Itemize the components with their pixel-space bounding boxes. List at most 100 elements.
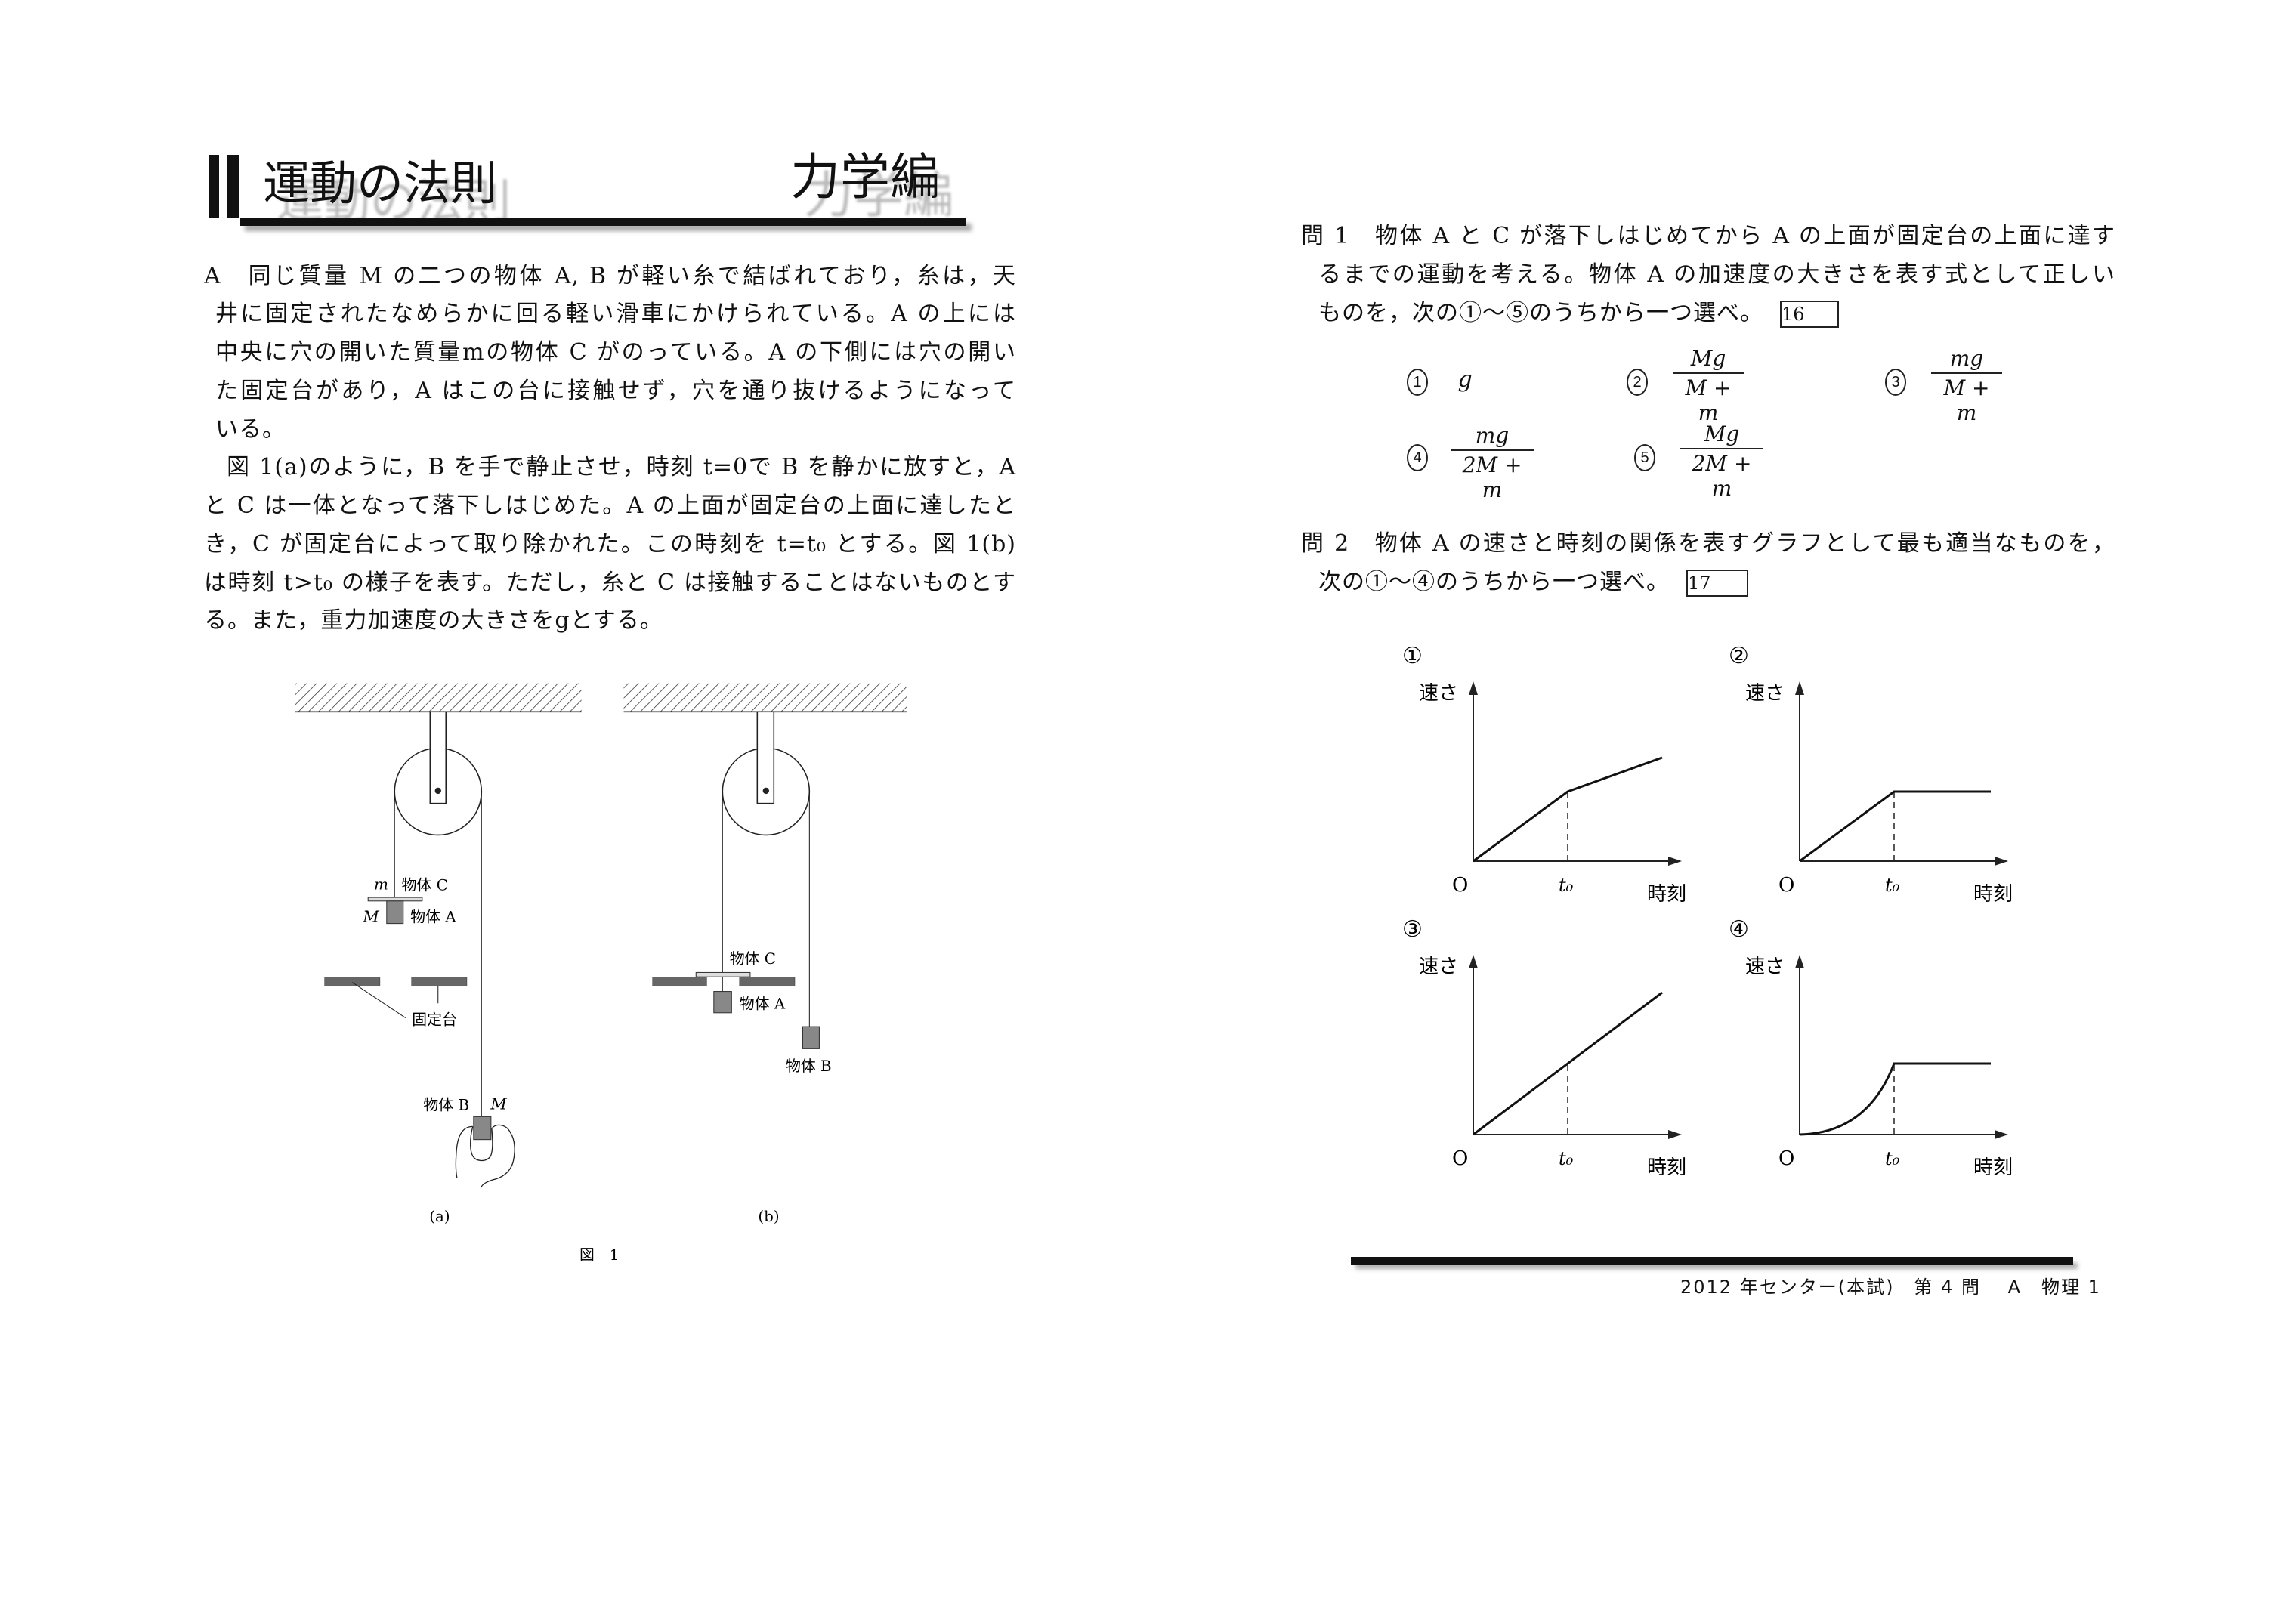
graph-number: ③ bbox=[1402, 916, 1423, 943]
header-underline-shadow bbox=[245, 224, 972, 231]
object-b-block-a bbox=[473, 1116, 492, 1141]
y-axis-arrow-icon bbox=[1795, 955, 1804, 968]
q1-line: ものを，次の①〜⑤のうちから一つ選べ。 bbox=[1318, 300, 1763, 326]
problem-line: と C は一体となって落下しはじめた。A の上面が固定台の上面に達したと bbox=[204, 492, 1016, 519]
option-4[interactable]: 4 bbox=[1407, 442, 1428, 471]
x-axis-arrow-icon bbox=[1995, 1130, 2008, 1139]
pulley-bracket-b bbox=[756, 711, 775, 804]
x-axis-arrow-icon bbox=[1668, 1130, 1682, 1139]
origin-label: O bbox=[1452, 874, 1468, 897]
option-4-fraction: mg 2M + m bbox=[1451, 423, 1534, 502]
denominator: 2M + m bbox=[1692, 451, 1752, 501]
header-bar-2 bbox=[227, 155, 239, 218]
problem-line: いる。 bbox=[215, 416, 286, 443]
label-object-a-b: 物体 A bbox=[740, 996, 786, 1013]
speed-curve bbox=[1799, 790, 1991, 863]
option-number: 5 bbox=[1634, 444, 1655, 471]
object-b-block-b bbox=[802, 1026, 820, 1049]
problem-line: A 同じ質量 M の二つの物体 A, B が軽い糸で結ばれており，糸は，天 bbox=[204, 263, 1016, 289]
option-3[interactable]: 3 bbox=[1885, 366, 1906, 396]
header-bar-1 bbox=[209, 155, 219, 218]
x-axis-label: 時刻 bbox=[1647, 1156, 1686, 1179]
origin-label: O bbox=[1778, 1147, 1794, 1170]
problem-line: き，C が固定台によって取り除かれた。この時刻を t=t₀ とする。図 1(b) bbox=[204, 531, 1016, 557]
label-object-b-b: 物体 B bbox=[786, 1057, 832, 1075]
label-object-a-a: 物体 A bbox=[410, 909, 456, 926]
label-m: m bbox=[374, 876, 388, 894]
label-M-b: M bbox=[490, 1095, 507, 1113]
option-5[interactable]: 5 bbox=[1634, 442, 1655, 471]
numerator: mg bbox=[1451, 423, 1534, 451]
q2-line: 次の①〜④のうちから一つ選べ。 bbox=[1318, 569, 1670, 595]
graph-number: ② bbox=[1729, 643, 1749, 669]
q1-line: 問 1 物体 A と C が落下しはじめてから A の上面が固定台の上面に達す bbox=[1301, 223, 2115, 249]
hand-icon bbox=[455, 1124, 515, 1188]
label-platform: 固定台 bbox=[412, 1011, 457, 1028]
x-axis-label: 時刻 bbox=[1973, 883, 2013, 906]
figure-b: 物体 C 物体 A 物体 B (b) bbox=[623, 683, 907, 1225]
platform-right-b bbox=[739, 977, 796, 987]
y-axis-label: 速さ bbox=[1419, 682, 1458, 705]
graph-number: ① bbox=[1402, 643, 1423, 669]
origin-label: O bbox=[1452, 1147, 1468, 1170]
q2-line-with-box: 次の①〜④のうちから一つ選べ。 17 bbox=[1318, 567, 1748, 597]
label-object-b-a: 物体 B bbox=[423, 1096, 469, 1113]
footer-source: 2012 年センター(本試) 第 4 問 A 物理 1 bbox=[1680, 1277, 2101, 1298]
figure-a: m 物体 C M 物体 A 固定台 物体 B M (a) bbox=[295, 683, 582, 1225]
t0-label: t₀ bbox=[1885, 875, 1900, 896]
y-axis-arrow-icon bbox=[1469, 955, 1478, 968]
option-1[interactable]: 1 g bbox=[1407, 366, 1473, 396]
y-axis-arrow-icon bbox=[1469, 681, 1478, 695]
platform-right-a bbox=[411, 977, 468, 987]
denominator: M + m bbox=[1943, 375, 1990, 425]
pulley-axle-a bbox=[434, 787, 441, 795]
option-number: 3 bbox=[1885, 369, 1906, 396]
problem-line: た固定台があり，A はこの台に接触せず，穴を通り抜けるようになって bbox=[215, 378, 1016, 404]
numerator: Mg bbox=[1673, 346, 1744, 374]
option-expr: g bbox=[1457, 366, 1473, 393]
speed-curve bbox=[1473, 991, 1663, 1136]
object-c-plate-b bbox=[695, 971, 751, 977]
numerator: Mg bbox=[1680, 421, 1763, 449]
ceiling-b bbox=[623, 683, 907, 712]
speed-curve bbox=[1473, 756, 1663, 863]
q1-line: るまでの運動を考える。物体 A の加速度の大きさを表す式として正しい bbox=[1318, 261, 2115, 288]
y-axis-label: 速さ bbox=[1745, 682, 1785, 705]
option-number: 1 bbox=[1407, 369, 1428, 396]
y-axis-label: 速さ bbox=[1745, 956, 1785, 978]
label-M-a: M bbox=[362, 908, 379, 926]
figure-1-pulley-diagram: m 物体 C M 物体 A 固定台 物体 B M (a) 物体 C 物体 A 物… bbox=[295, 683, 907, 1264]
option-number: 4 bbox=[1407, 444, 1428, 471]
y-axis-label: 速さ bbox=[1419, 956, 1458, 978]
subfig-a-label: (a) bbox=[429, 1208, 450, 1225]
q1-line-with-box: ものを，次の①〜⑤のうちから一つ選べ。 16 bbox=[1318, 298, 1839, 329]
y-axis-arrow-icon bbox=[1795, 681, 1804, 695]
x-axis-label: 時刻 bbox=[1647, 883, 1686, 906]
figure-caption: 図 1 bbox=[579, 1246, 619, 1264]
pulley-bracket-a bbox=[429, 711, 447, 804]
denominator: M + m bbox=[1685, 375, 1732, 425]
page-title: 運動の法則 bbox=[263, 156, 498, 211]
option-2[interactable]: 2 bbox=[1627, 366, 1648, 396]
header-underline bbox=[240, 218, 966, 226]
object-c-plate-a bbox=[367, 897, 423, 902]
speed-curve bbox=[1799, 1062, 1991, 1136]
answer-box-16[interactable]: 16 bbox=[1780, 301, 1839, 328]
q2-line: 問 2 物体 A の速さと時刻の関係を表すグラフとして最も適当なものを， bbox=[1301, 530, 2115, 557]
origin-label: O bbox=[1778, 874, 1794, 897]
section-title: 力学編 bbox=[790, 148, 940, 206]
option-3-fraction: mg M + m bbox=[1931, 346, 2002, 425]
platform-left-a bbox=[324, 977, 381, 987]
subfig-b-label: (b) bbox=[758, 1208, 779, 1225]
graph-number: ④ bbox=[1729, 916, 1749, 943]
problem-line: は時刻 t>t₀ の様子を表す。ただし，糸と C は接触することはないものとす bbox=[204, 570, 1016, 596]
answer-box-17[interactable]: 17 bbox=[1686, 570, 1748, 597]
x-axis-label: 時刻 bbox=[1973, 1156, 2013, 1179]
t0-label: t₀ bbox=[1559, 875, 1574, 896]
object-a-block-b bbox=[713, 991, 732, 1014]
pulley-axle-b bbox=[762, 787, 770, 795]
